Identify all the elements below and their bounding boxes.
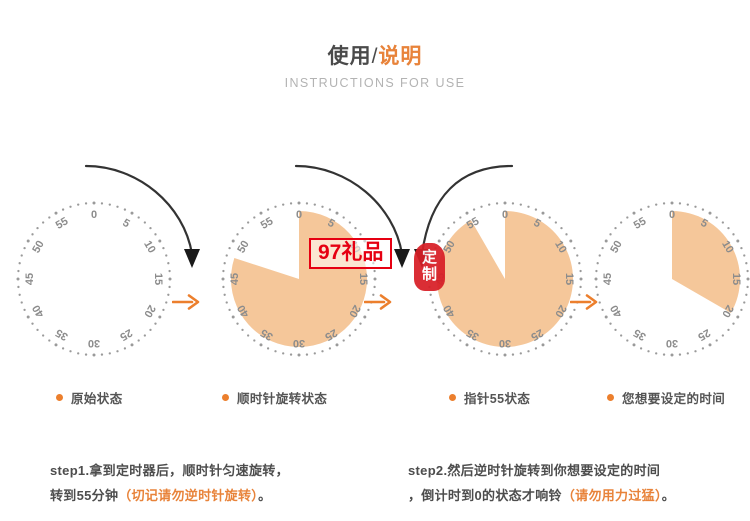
step-1-line-1: step1.拿到定时器后，顺时针匀速旋转， (50, 463, 289, 478)
bullet-dot-icon (222, 394, 229, 401)
caption-item-1: 原始状态 (56, 388, 123, 407)
svg-text:50: 50 (441, 239, 458, 256)
caption-item-2: 顺时针旋转状态 (222, 388, 327, 407)
svg-text:45: 45 (602, 273, 614, 285)
transition-arrow-icon-3 (569, 292, 598, 312)
svg-text:25: 25 (323, 326, 340, 343)
svg-text:50: 50 (608, 239, 625, 256)
svg-text:55: 55 (632, 215, 649, 232)
page-subtitle: INSTRUCTIONS FOR USE (284, 76, 466, 90)
step-1-text: step1.拿到定时器后，顺时针匀速旋转， 转到55分钟（切记请勿逆时针旋转）。 (50, 458, 289, 508)
bullet-dot-icon (56, 394, 63, 401)
step-2-line-1: step2.然后逆时针旋转到你想要设定的时间 (408, 463, 661, 478)
watermark-label: 97礼品 (309, 238, 393, 269)
svg-text:55: 55 (465, 215, 482, 232)
watermark-stamp: 定 制 (414, 243, 445, 291)
svg-text:20: 20 (141, 303, 158, 320)
svg-text:55: 55 (54, 215, 71, 232)
svg-text:5: 5 (531, 217, 542, 230)
svg-text:30: 30 (666, 337, 678, 349)
step-2-line-2-b: 。 (661, 488, 676, 503)
svg-text:30: 30 (293, 337, 305, 349)
transition-arrow-icon-1 (171, 292, 200, 312)
svg-text:20: 20 (552, 303, 569, 320)
transition-arrow-icon-2 (363, 292, 392, 312)
svg-text:35: 35 (632, 326, 649, 343)
svg-text:15: 15 (152, 273, 164, 285)
svg-text:40: 40 (235, 303, 252, 320)
caption-item-3: 指针55状态 (449, 388, 530, 407)
page-header: 使用/说明 INSTRUCTIONS FOR USE (0, 44, 750, 90)
step-2-line-2: ，倒计时到0的状态才响铃（请勿用力过猛）。 (408, 483, 675, 508)
svg-text:30: 30 (499, 337, 511, 349)
svg-text:35: 35 (259, 326, 276, 343)
watermark-stamp-line1: 定 (421, 249, 437, 266)
step-1-warning: （切记请勿逆时针旋转） (118, 488, 259, 503)
page-title-cn-main: 使用 (327, 45, 372, 68)
svg-text:15: 15 (730, 273, 742, 285)
svg-text:25: 25 (118, 326, 135, 343)
svg-text:25: 25 (696, 326, 713, 343)
step-2-text: step2.然后逆时针旋转到你想要设定的时间 ，倒计时到0的状态才响铃（请勿用力… (408, 458, 675, 508)
step-1-line-2-a: 转到55分钟 (50, 488, 119, 503)
svg-text:40: 40 (441, 303, 458, 320)
caption-label: 顺时针旋转状态 (237, 392, 328, 406)
svg-text:25: 25 (529, 326, 546, 343)
svg-text:35: 35 (54, 326, 71, 343)
caption-label: 您想要设定的时间 (622, 392, 726, 406)
page-title-cn-accent: 说明 (378, 45, 423, 68)
page-title: 使用/说明 (0, 44, 750, 70)
svg-text:15: 15 (357, 273, 369, 285)
page-title-separator: / (371, 45, 379, 68)
timer-dial-original[interactable]: 0 5 10 15 20 25 30 35 40 45 50 55 (8, 193, 180, 365)
step-2-line-2-a: ，倒计时到0的状态才响铃 (408, 488, 562, 503)
svg-text:10: 10 (552, 239, 569, 256)
svg-text:55: 55 (259, 215, 276, 232)
svg-text:50: 50 (30, 239, 47, 256)
svg-text:10: 10 (141, 239, 158, 256)
svg-text:50: 50 (235, 239, 252, 256)
svg-text:20: 20 (346, 303, 363, 320)
bullet-dot-icon (449, 394, 456, 401)
svg-text:30: 30 (88, 337, 100, 349)
svg-text:5: 5 (120, 217, 131, 230)
svg-text:0: 0 (296, 209, 302, 221)
svg-text:5: 5 (325, 217, 336, 230)
svg-text:0: 0 (502, 209, 508, 221)
svg-text:45: 45 (229, 273, 241, 285)
bullet-dot-icon (607, 394, 614, 401)
step-1-line-2-b: 。 (258, 488, 272, 503)
svg-text:40: 40 (30, 303, 47, 320)
svg-text:45: 45 (24, 273, 36, 285)
svg-text:35: 35 (465, 326, 482, 343)
svg-text:20: 20 (719, 303, 736, 320)
svg-text:5: 5 (698, 217, 709, 230)
caption-row: 原始状态 顺时针旋转状态 指针55状态 您想要设定的时间 (0, 388, 750, 410)
caption-label: 原始状态 (71, 392, 123, 406)
svg-text:10: 10 (719, 239, 736, 256)
timer-dial-target[interactable]: 0 5 10 15 20 25 30 35 40 45 50 55 (586, 193, 750, 365)
svg-text:0: 0 (669, 209, 675, 221)
svg-text:15: 15 (563, 273, 575, 285)
svg-text:40: 40 (608, 303, 625, 320)
step-2-warning: （请勿用力过猛） (561, 488, 662, 503)
caption-item-4: 您想要设定的时间 (607, 388, 725, 407)
step-1-line-2: 转到55分钟（切记请勿逆时针旋转）。 (50, 483, 289, 508)
caption-label: 指针55状态 (464, 392, 531, 406)
watermark-stamp-line2: 制 (421, 266, 437, 283)
svg-text:0: 0 (91, 209, 97, 221)
